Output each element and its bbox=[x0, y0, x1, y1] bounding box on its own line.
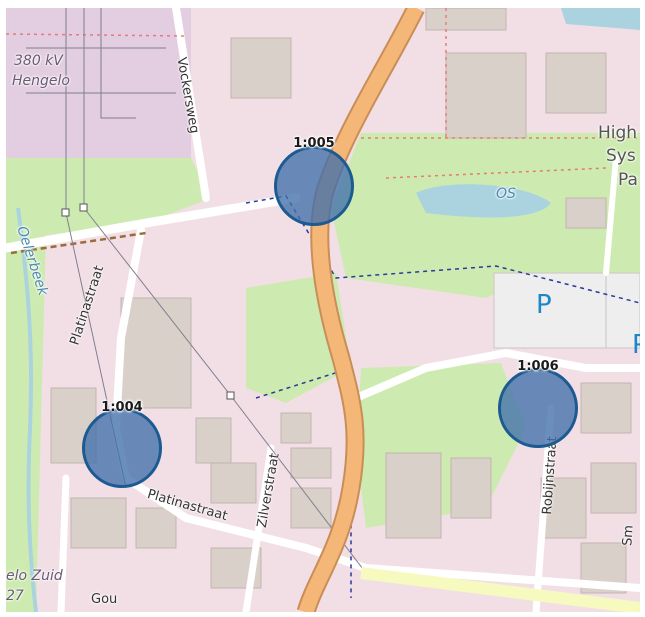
building bbox=[290, 487, 332, 529]
road-vockersweg bbox=[172, 8, 210, 202]
road-east bbox=[352, 348, 640, 402]
map-marker-1-004[interactable] bbox=[82, 408, 162, 488]
boundary-line bbox=[245, 195, 640, 304]
site-label-1: High bbox=[598, 123, 638, 143]
building bbox=[385, 452, 442, 539]
power-tower bbox=[226, 391, 235, 400]
building bbox=[590, 462, 637, 514]
street-label-sm: Sm bbox=[620, 524, 637, 547]
main-road bbox=[298, 8, 423, 612]
road-zilverstraat bbox=[242, 444, 275, 612]
footpath bbox=[385, 167, 607, 179]
pond-label: OS bbox=[496, 186, 516, 202]
power-tower bbox=[61, 208, 70, 217]
building bbox=[425, 8, 507, 31]
map-marker-1-006[interactable] bbox=[498, 368, 578, 448]
map-viewport[interactable]: 380 kV Hengelo Vockersweg Oelerbeek Plat… bbox=[6, 8, 640, 612]
building bbox=[565, 197, 607, 229]
marker-label-1-004: 1:004 bbox=[101, 400, 143, 415]
street-label-goud: Gou bbox=[91, 592, 118, 607]
track-path bbox=[10, 231, 147, 255]
site-label-3: Pa bbox=[618, 170, 638, 190]
road-south-east bbox=[360, 567, 640, 612]
substation-area bbox=[6, 8, 191, 158]
grass-strip-stream bbox=[6, 234, 46, 612]
building bbox=[135, 507, 177, 549]
building bbox=[120, 297, 192, 409]
power-line bbox=[100, 8, 136, 119]
road-south-west bbox=[57, 474, 70, 612]
building bbox=[290, 447, 332, 479]
map-canvas[interactable] bbox=[6, 8, 640, 612]
water-canal bbox=[561, 8, 640, 30]
parking-area bbox=[493, 272, 640, 349]
building bbox=[280, 412, 312, 444]
power-tower bbox=[79, 203, 88, 212]
marker-label-1-006: 1:006 bbox=[517, 359, 559, 374]
building bbox=[230, 37, 292, 99]
building bbox=[450, 457, 492, 519]
road-west bbox=[6, 193, 301, 253]
map-marker-1-005[interactable] bbox=[274, 146, 354, 226]
pond bbox=[416, 184, 551, 218]
site-label-2: Sys bbox=[606, 146, 636, 166]
place-label-bottom: elo Zuid bbox=[6, 568, 63, 584]
road-east-access bbox=[603, 155, 619, 276]
parking-icon: P bbox=[536, 290, 552, 320]
grass-area-west bbox=[6, 158, 211, 240]
road-platinastraat bbox=[111, 226, 640, 592]
building bbox=[195, 417, 232, 464]
parking-icon-2: P bbox=[632, 330, 640, 360]
substation-label: 380 kV bbox=[14, 53, 63, 69]
building bbox=[580, 382, 632, 434]
footpath bbox=[6, 33, 187, 37]
building bbox=[445, 52, 527, 139]
stream-oelerbeek bbox=[16, 207, 38, 612]
substation-label-2: Hengelo bbox=[12, 73, 70, 89]
marker-label-1-005: 1:005 bbox=[293, 136, 335, 151]
building bbox=[210, 462, 257, 504]
place-label-bottom-2: 27 bbox=[6, 588, 24, 604]
building bbox=[545, 52, 607, 114]
building bbox=[70, 497, 127, 549]
